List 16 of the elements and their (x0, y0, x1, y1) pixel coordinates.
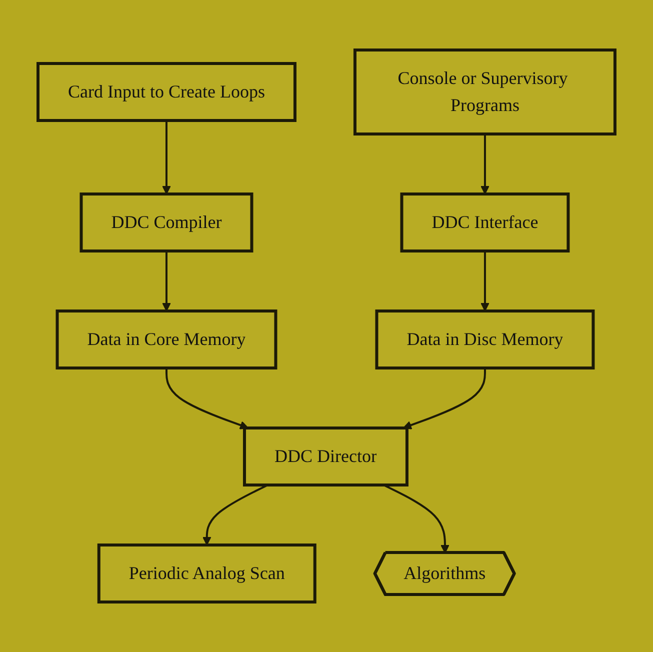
arrow (402, 368, 486, 430)
arrow (383, 484, 450, 554)
node-box: Card Input to Create Loops (36, 62, 296, 122)
arrow (162, 120, 171, 194)
node-box: Periodic Analog Scan (97, 544, 316, 604)
node-box: Data in Disc Memory (375, 310, 595, 370)
node-box: DDC Director (243, 426, 408, 486)
arrow (166, 368, 249, 430)
arrow (480, 251, 490, 312)
node-box: DDC Interface (400, 192, 570, 252)
node-box: Console or Supervisory Programs (353, 48, 616, 136)
arrow (162, 251, 171, 312)
arrow (480, 134, 490, 194)
node-box: DDC Compiler (80, 192, 254, 252)
arrow (202, 484, 268, 546)
node-box: Data in Core Memory (56, 310, 278, 370)
